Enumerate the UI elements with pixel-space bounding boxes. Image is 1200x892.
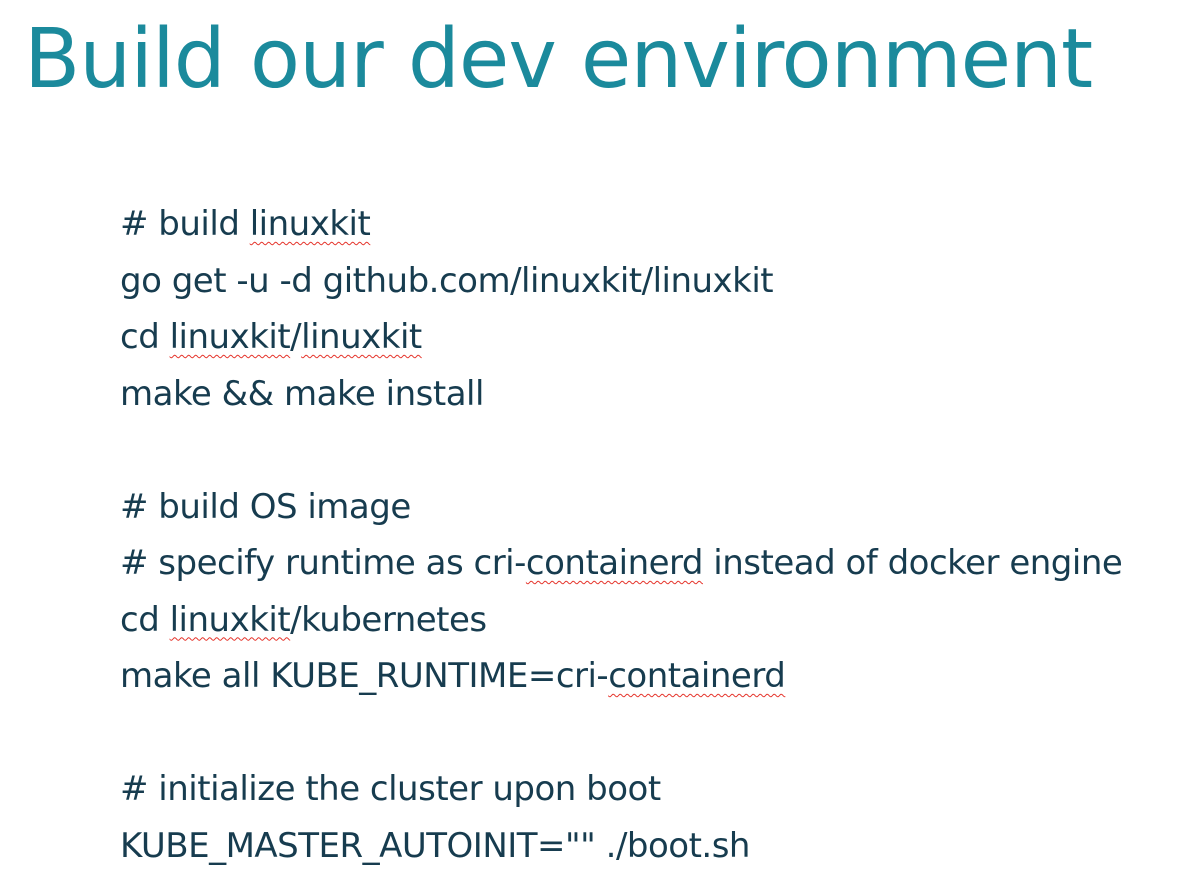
misspelled-word: linuxkit [249,204,371,244]
code-text: # specify runtime as cri- [120,543,526,583]
misspelled-word: containerd [525,543,704,583]
code-text: /kubernetes [290,599,487,640]
code-text: cd [120,599,170,640]
misspelled-word: linuxkit [169,599,291,640]
code-text: make all KUBE_RUNTIME=cri- [120,656,609,696]
code-line-make-all: make all KUBE_RUNTIME=cri-containerd [120,648,1195,705]
code-line-build-os-comment: # build OS image [120,486,411,527]
code-line-make-install: make && make install [120,373,484,414]
blank-line [120,422,1195,479]
code-text: # build [120,204,250,244]
code-line-cd-kubernetes: cd linuxkit/kubernetes [120,592,1195,649]
misspelled-word: containerd [608,656,786,696]
code-text: instead of docker engine [703,543,1123,583]
blank-line [120,705,1195,762]
code-block: # build linuxkit go get -u -d github.com… [120,196,1195,874]
slide-title: Build our dev environment [24,12,1093,107]
code-line-boot-command: KUBE_MASTER_AUTOINIT="" ./boot.sh [120,825,750,866]
code-line-go-get: go get -u -d github.com/linuxkit/linuxki… [120,260,774,301]
misspelled-word: linuxkit [301,317,422,357]
code-text: / [290,317,302,357]
code-line-build-linuxkit-comment: # build linuxkit [120,196,1195,253]
code-line-cd-linuxkit: cd linuxkit/linuxkit [120,309,1195,366]
misspelled-word: linuxkit [169,317,291,357]
code-line-specify-runtime-comment: # specify runtime as cri-containerd inst… [120,535,1195,592]
code-line-init-cluster-comment: # initialize the cluster upon boot [120,769,661,809]
code-text: cd [120,317,170,357]
